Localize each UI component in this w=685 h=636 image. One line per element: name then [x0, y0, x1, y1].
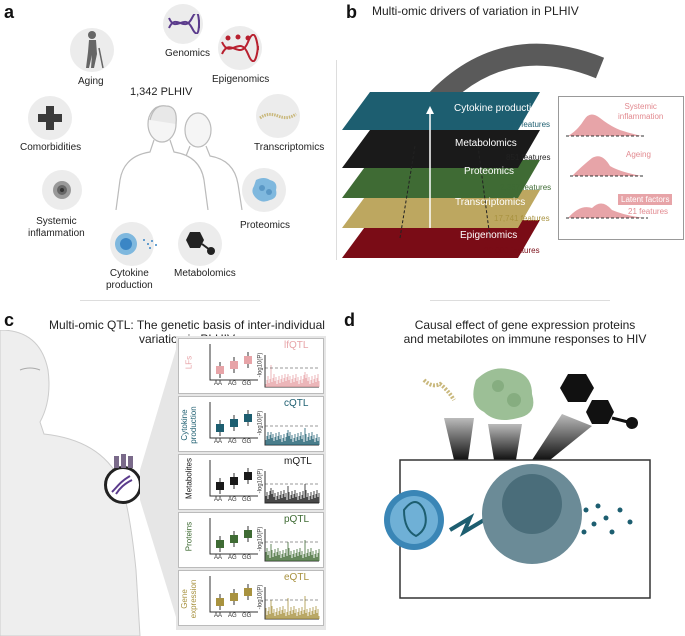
latent-factor-count: 21 features — [628, 207, 669, 216]
cytokine-production-label: Cytokine production — [106, 268, 153, 291]
qtl-ylabel: Cytokine production — [180, 406, 198, 444]
genomics-label: Genomics — [165, 48, 211, 59]
epigenomics-dna-icon — [221, 34, 259, 62]
ageing-factor-label: Ageing — [626, 150, 651, 159]
separator-right — [430, 300, 610, 301]
layer-label-cytokine: Cytokine production — [454, 103, 543, 114]
layer-epigenomics — [342, 220, 540, 258]
qtl-name: mQTL — [284, 456, 312, 467]
qtl-ylabel: Metabolites — [184, 458, 194, 499]
genotype-label: AG — [228, 613, 237, 619]
genotype-label: GG — [242, 555, 252, 561]
genotype-label: AA — [214, 497, 223, 503]
rna-strand-icon — [259, 112, 297, 120]
omic-layers-stack — [342, 92, 540, 258]
qtl-ylabel: LFs — [184, 355, 194, 370]
pvalue-axis-label: -log10(P) — [257, 410, 264, 436]
inflammation-icon — [53, 181, 71, 199]
layer-label-metabolomics: Metabolomics — [455, 138, 517, 149]
panel-c-letter: c — [4, 310, 15, 330]
panel-b-letter: b — [346, 2, 357, 22]
people-illustration — [115, 105, 243, 210]
genotype-label: AG — [228, 439, 237, 445]
genotype-boxplot — [209, 402, 258, 439]
genotype-label: AA — [214, 613, 223, 619]
manhattan-plot — [264, 471, 320, 504]
cytokine-cell-icon — [115, 233, 157, 255]
transcriptomics-label: Transcriptomics — [254, 142, 325, 153]
proteomics-label: Proteomics — [240, 220, 291, 231]
genotype-label: GG — [242, 497, 252, 503]
feat-transcriptomics: 17,741 features — [494, 214, 550, 223]
feat-cytokine: 77 features — [510, 120, 551, 129]
genotype-label: AG — [228, 381, 237, 387]
genotype-label: GG — [242, 381, 252, 387]
pvalue-axis-label: -log10(P) — [257, 352, 264, 378]
qtl-name: lfQTL — [284, 340, 309, 351]
systemic-inflammation-label: Systemic inflammation — [28, 216, 85, 239]
dna-magnifier-icon — [111, 475, 133, 495]
manhattan-plot — [264, 529, 320, 562]
genotype-label: AA — [214, 439, 223, 445]
comorbidities-label: Comorbidities — [20, 142, 82, 153]
layer-cytokine — [342, 92, 540, 130]
chromosome-icon — [114, 454, 133, 468]
genotype-boxplot — [209, 518, 258, 555]
qtl-ylabel: Gene expression — [180, 579, 198, 619]
genotype-boxplot — [209, 576, 258, 613]
layer-label-proteomics: Proteomics — [464, 166, 515, 177]
factor-distributions — [566, 114, 648, 219]
epigenomics-label: Epigenomics — [212, 74, 270, 85]
layer-transcriptomics — [342, 190, 540, 228]
qtl-name: eQTL — [284, 572, 310, 583]
aging-label: Aging — [78, 76, 104, 87]
cohort-size-label: 1,342 PLHIV — [130, 86, 193, 98]
person-torso-illustration — [0, 330, 141, 636]
dna-icon — [168, 14, 200, 34]
genotype-label: AG — [228, 555, 237, 561]
panel-a-letter: a — [4, 2, 15, 22]
separator-left — [80, 300, 260, 301]
latent-factor-label: Latent factors — [618, 194, 673, 205]
pvalue-axis-label: -log10(P) — [257, 468, 264, 494]
qtl-ylabel: Proteins — [184, 521, 194, 552]
pvalue-axis-label: -log10(P) — [257, 526, 264, 552]
plus-icon — [38, 106, 62, 130]
layer-proteomics — [342, 160, 540, 198]
feat-proteomics: 2,367 features — [500, 183, 552, 192]
metabolomics-label: Metabolomics — [174, 268, 236, 279]
manhattan-plot — [264, 587, 320, 620]
genotype-label: AG — [228, 497, 237, 503]
panel-d-letter: d — [344, 310, 355, 330]
metabolite-icon — [186, 232, 215, 255]
feat-metabolomics: 851 features — [506, 153, 551, 162]
layer-label-transcriptomics: Transcriptomics — [455, 197, 526, 208]
genotype-boxplot — [209, 460, 258, 497]
feat-epigenomics: 20,000 features — [484, 246, 540, 255]
genotype-label: AA — [214, 381, 223, 387]
panel-b-title: Multi-omic drivers of variation in PLHIV — [372, 4, 579, 18]
qtl-name: cQTL — [284, 398, 309, 409]
genotype-label: GG — [242, 439, 252, 445]
panel-d-title: Causal effect of gene expression protein… — [403, 318, 647, 346]
qtl-name: pQTL — [284, 514, 310, 525]
systemic-factor-label: Systemic inflammation — [618, 102, 664, 121]
pvalue-axis-label: -log10(P) — [257, 584, 264, 610]
protein-icon — [252, 178, 277, 202]
panel-b-left-rule — [336, 60, 337, 260]
arc-arrow — [421, 43, 605, 116]
genotype-label: GG — [242, 613, 252, 619]
manhattan-plot — [264, 413, 320, 446]
layer-label-epigenomics: Epigenomics — [460, 230, 518, 241]
aging-person-icon — [86, 31, 104, 69]
genotype-boxplot — [209, 344, 258, 381]
layer-metabolomics — [342, 130, 540, 168]
genotype-label: AA — [214, 555, 223, 561]
causal-illustration — [384, 368, 651, 599]
manhattan-plot — [264, 355, 320, 388]
